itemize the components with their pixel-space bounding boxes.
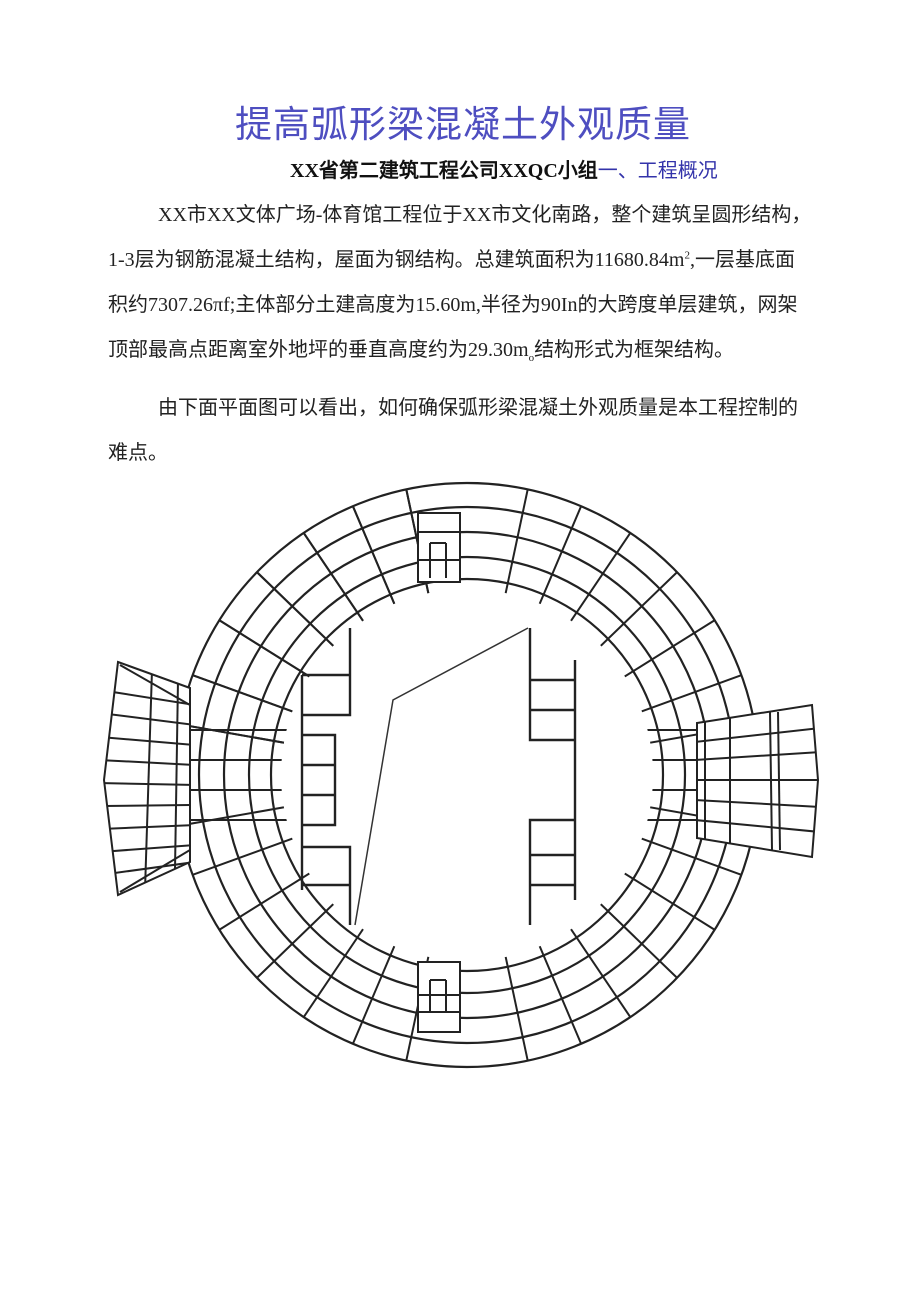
paragraph-line: 由下面平面图可以看出，如何确保弧形梁混凝土外观质量是本工程控制的 — [158, 397, 798, 419]
document-title: 提高弧形梁混凝土外观质量 — [235, 103, 691, 146]
inner-walls-right — [528, 628, 577, 925]
paragraph-line: 积约7307.26πf;主体部分土建高度为15.60m,半径为90In的大跨度单… — [108, 294, 798, 316]
paragraph-line-text: 1-3层为钢筋混凝土结构，屋面为钢结构。总建筑面积为11680.84m — [108, 249, 685, 271]
paragraph-line-text: 顶部最高点距离室外地坪的垂直高度约为29.30m — [108, 339, 529, 361]
radial-beams — [174, 483, 759, 1067]
paragraph-line: 顶部最高点距离室外地坪的垂直高度约为29.30mo结构形式为框架结构。 — [108, 328, 860, 373]
right-wing — [696, 703, 820, 859]
section-heading: 一、工程概况 — [597, 160, 718, 182]
paragraph-line-tail: ,一层基底面 — [689, 249, 795, 271]
stair-core-bottom — [417, 961, 461, 1033]
ring-beams — [173, 481, 761, 1069]
paragraph-line: XX市XX文体广场-体育馆工程位于XX市文化南路，整个建筑呈圆形结构， — [158, 204, 812, 226]
left-wing — [102, 660, 191, 897]
superscript: 2 — [684, 249, 690, 262]
inner-walls-left — [300, 628, 352, 925]
document-subtitle: XX省第二建筑工程公司XXQC小组一、工程概况 — [290, 154, 718, 183]
stair-core-top — [417, 512, 461, 583]
paragraph-difficulty: 由下面平面图可以看出，如何确保弧形梁混凝土外观质量是本工程控制的 难点。 — [108, 386, 860, 476]
paragraph-line: 难点。 — [108, 442, 168, 464]
diagonal-line — [354, 627, 529, 926]
paragraph-line: 1-3层为钢筋混凝土结构，屋面为钢结构。总建筑面积为11680.84m2,一层基… — [108, 238, 860, 283]
organization-name: XX省第二建筑工程公司XXQC小组 — [290, 160, 598, 182]
paragraph-project-overview: XX市XX文体广场-体育馆工程位于XX市文化南路，整个建筑呈圆形结构， 1-3层… — [108, 193, 860, 373]
subscript: o — [528, 352, 535, 364]
paragraph-line-tail: 结构形式为框架结构。 — [534, 339, 735, 361]
